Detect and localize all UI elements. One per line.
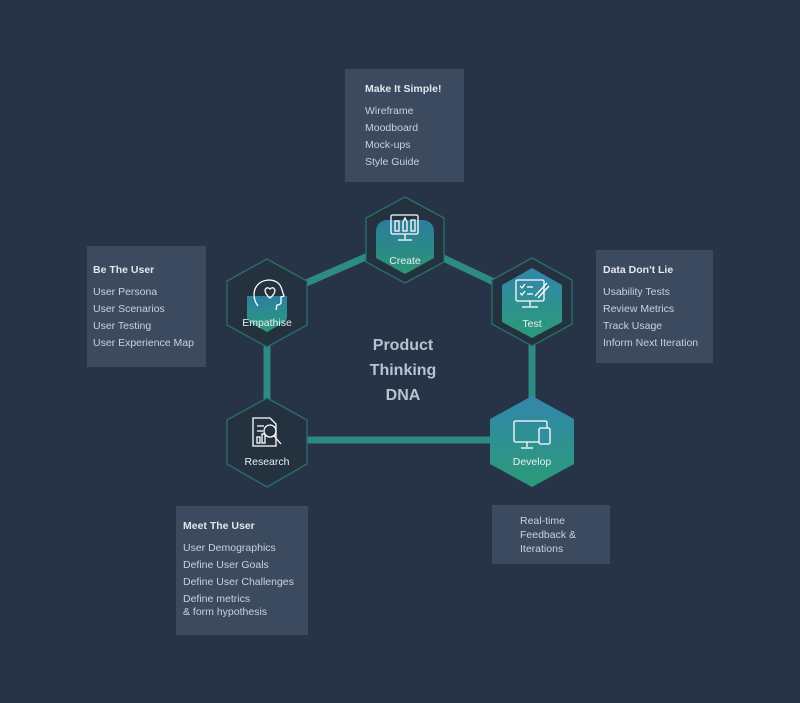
list-item: User Testing	[93, 320, 152, 332]
list-item: User Persona	[93, 286, 158, 298]
test-info-box: Data Don't Lie Usability Tests Review Me…	[596, 250, 713, 363]
node-create	[365, 196, 445, 284]
node-empathise	[226, 258, 308, 348]
empathise-box-list: User Persona User Scenarios User Testing…	[93, 284, 206, 352]
create-info-box: Make It Simple! Wireframe Moodboard Mock…	[345, 69, 464, 182]
list-item: Real-time Feedback & Iterations	[520, 515, 577, 555]
list-item: Define User Goals	[183, 559, 269, 571]
test-box-list: Usability Tests Review Metrics Track Usa…	[603, 284, 713, 352]
list-item: Usability Tests	[603, 286, 670, 298]
list-item: Mock-ups	[365, 139, 411, 151]
node-label-empathise: Empathise	[242, 317, 292, 329]
node-test	[491, 257, 573, 347]
list-item: Inform Next Iteration	[603, 337, 699, 349]
node-label-create: Create	[389, 255, 421, 267]
list-item: Define User Challenges	[183, 576, 294, 588]
research-info-box: Meet The User User Demographics Define U…	[176, 506, 308, 635]
list-item: Review Metrics	[603, 303, 675, 315]
list-item: Track Usage	[603, 320, 663, 332]
center-title: Product Thinking DNA	[343, 333, 463, 408]
document-magnifier-icon	[252, 417, 282, 447]
list-item: User Demographics	[183, 542, 276, 554]
node-research	[226, 397, 308, 488]
node-develop	[490, 396, 574, 487]
empathise-box-title: Be The User	[93, 264, 155, 276]
list-item: Define metrics & form hypothesis	[183, 593, 268, 618]
center-title-line-2: Thinking	[369, 362, 437, 379]
checklist-pen-icon	[515, 279, 550, 308]
empathise-info-box: Be The User User Persona User Scenarios …	[87, 246, 206, 367]
center-title-line-3: DNA	[385, 387, 421, 404]
develop-info-box: Real-time Feedback & Iterations	[492, 505, 610, 564]
monitor-design-tools-icon	[390, 214, 419, 241]
head-heart-icon	[253, 279, 285, 311]
node-label-research: Research	[244, 456, 290, 468]
list-item: Wireframe	[365, 105, 414, 117]
test-box-title: Data Don't Lie	[603, 264, 674, 276]
list-item: User Scenarios	[93, 303, 165, 315]
list-item: User Experience Map	[93, 337, 194, 349]
center-title-line-1: Product	[372, 337, 434, 354]
devices-icon	[513, 420, 551, 449]
list-item: Moodboard	[365, 122, 419, 134]
node-label-test: Test	[522, 318, 542, 330]
research-box-title: Meet The User	[183, 520, 255, 532]
research-box-list: User Demographics Define User Goals Defi…	[183, 540, 308, 619]
node-label-develop: Develop	[512, 456, 552, 468]
develop-box-list: Real-time Feedback & Iterations	[520, 514, 610, 556]
list-item: Style Guide	[365, 156, 420, 168]
create-box-title: Make It Simple!	[365, 83, 442, 95]
create-box-list: Wireframe Moodboard Mock-ups Style Guide	[365, 103, 464, 171]
